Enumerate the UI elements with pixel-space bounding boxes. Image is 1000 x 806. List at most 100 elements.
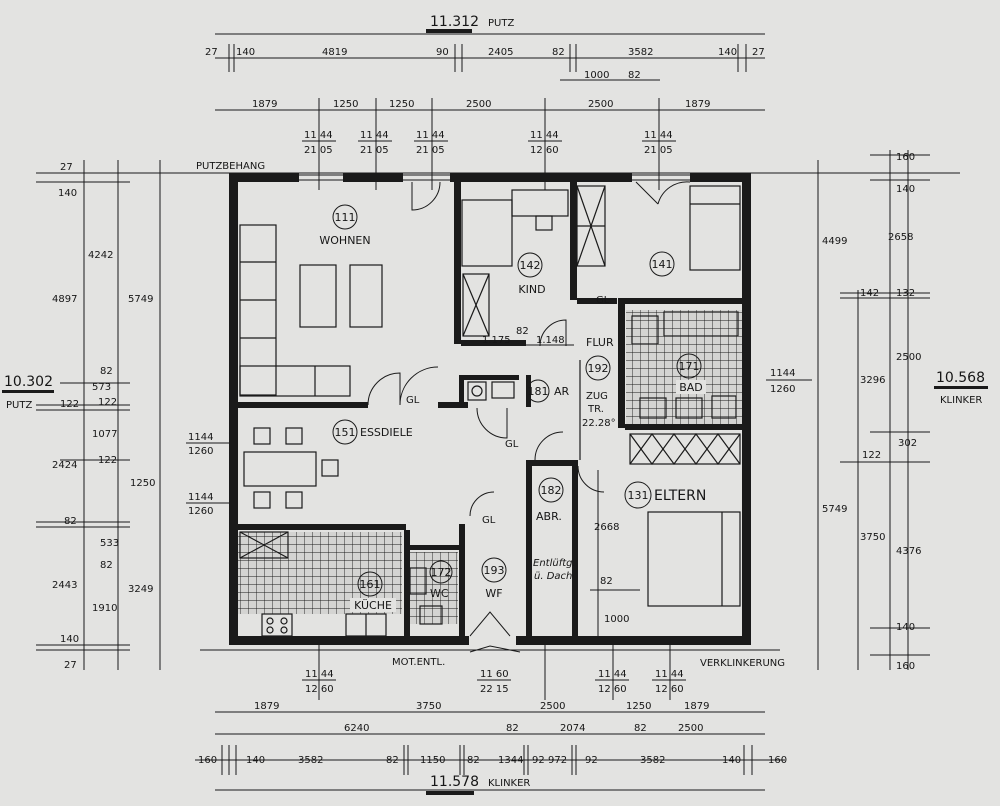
top-dimension-chains: 11.312 PUTZ 27 140 4819 90 2405 82 3582 … [40,14,960,190]
dining-chair [253,491,271,509]
interior-wall [404,530,410,636]
dining-table [243,451,317,487]
left-dims-outer: 27 140 4897 122 2424 82 2443 140 27 [52,162,79,671]
opening-denominator: 21 05 [416,145,445,156]
room-name: WF [485,587,502,600]
overall-depth-putz: 10.302 [4,374,53,390]
dim-label: 4897 [52,294,77,305]
opening-denominator: 12 60 [530,145,559,156]
opening-numerator: 1144 [188,492,213,503]
room-193: 193 WF [481,557,507,600]
room-name: ELTERN [654,488,706,504]
opening-numerator: 11 44 [360,130,389,141]
bath-sink [675,397,703,419]
dim-label: 302 [898,438,917,449]
opening-denominator: 21 05 [644,145,673,156]
exterior-wall-north [450,173,632,182]
dim-label: 140 [896,184,915,195]
opening-numerator: 1144 [770,368,795,379]
left-dims-inner: 5749 1250 3249 [128,294,155,595]
dim-label: 82 [100,560,113,571]
living-sofa [239,224,277,396]
room-name: WC [430,587,449,600]
verklinkerung-label: VERKLINKERUNG [700,658,785,669]
notes: ZUG TR. 22.28° Entlüftg. ü. Dach GL GL G… [406,295,616,582]
room-number-circle [624,481,652,509]
dim-label: 1000 [604,614,629,625]
dim-label: 1879 [684,701,709,712]
interior-wall [461,340,526,346]
exterior-wall-north [343,173,403,182]
gl-label: GL [596,295,610,306]
room-number-circle [357,571,383,597]
dim-label: 2500 [896,352,921,363]
right-dimension-chains: 160 140 2658 132 2500 302 4376 140 160 1… [766,150,988,672]
room-number-circle [332,419,358,445]
room-number: 131 [628,489,649,502]
interior-wall [526,375,531,407]
room-number-circle [481,557,507,583]
dim-label: 82 [386,755,399,766]
kids-wardrobe [462,273,490,337]
label-backing [350,598,396,612]
dim-label: 1879 [254,701,279,712]
living-table [299,264,337,328]
right-opening-dims: 1144 1260 [766,368,812,395]
opening-numerator: 11 44 [305,669,334,680]
overall-width-putz: 11.312 [430,14,479,30]
opening-numerator: 11 44 [530,130,559,141]
dim-label: 3750 [860,532,885,543]
utility-unit [467,381,487,401]
dim-label: 1910 [92,603,117,614]
top-opening-dims: 11 44 21 05 11 44 21 05 11 44 21 05 11 4… [302,130,676,156]
room-number: 161 [360,578,381,591]
dim-label: 140 [246,755,265,766]
bed-141 [689,185,741,271]
kitchen-corner [239,531,289,559]
top-dims-row3: 1879 1250 1250 2500 2500 1879 [252,99,710,110]
putz-label-top: PUTZ [488,18,514,29]
room-151: 151 ESSDIELE [332,419,413,445]
opening-denominator: 12 60 [655,684,684,695]
room-number: 193 [484,564,505,577]
dim-label: 3582 [298,755,323,766]
kids-desk [511,189,569,217]
room-name: WOHNEN [319,234,370,247]
room-name: AR [554,385,570,398]
room-172: 172 WC [429,560,453,600]
room-141: 141 [649,251,675,277]
room-171: 171 BAD [676,353,706,394]
dim-label: 82 [506,723,519,734]
dim-label: 1344 [498,755,523,766]
room-182: 182 ABR. [536,477,564,523]
dim-label: 82 [516,326,529,337]
room-name: KÜCHE [354,599,392,612]
dim-label: 142 [860,288,879,299]
opening-denominator: 1260 [188,446,213,457]
kids-bed [461,199,513,267]
ventilation-note: ü. Dach [534,571,572,582]
windows [299,174,690,181]
top-dims-row1: 27 140 4819 90 2405 82 3582 140 27 [205,47,765,58]
room-131: 131 ELTERN [624,481,706,509]
dim-label: 82 [628,70,641,81]
opening-denominator: 1260 [188,506,213,517]
interior-wall [625,298,742,304]
putz-label-left: PUTZ [6,400,32,411]
dim-label: 92 [532,755,545,766]
interior-wall [454,182,461,344]
bottom-dims-row1: 1879 3750 2500 1250 1879 [254,701,709,712]
pull-stair-label: ZUG [586,391,608,402]
dim-label: 140 [58,188,77,199]
left-dims-mid: 4242 82 573 122 1077 122 533 82 1910 [88,250,119,614]
dim-label: 2500 [588,99,613,110]
dining-chair [253,427,271,445]
interior-wall [625,424,742,430]
exterior-wall-north [690,173,751,182]
overall-depth-klinker: 10.568 [936,370,985,386]
room-name: ESSDIELE [360,426,413,439]
room-name: KIND [518,283,545,296]
dim-label: 82 [634,723,647,734]
exterior-wall-south [516,636,751,645]
